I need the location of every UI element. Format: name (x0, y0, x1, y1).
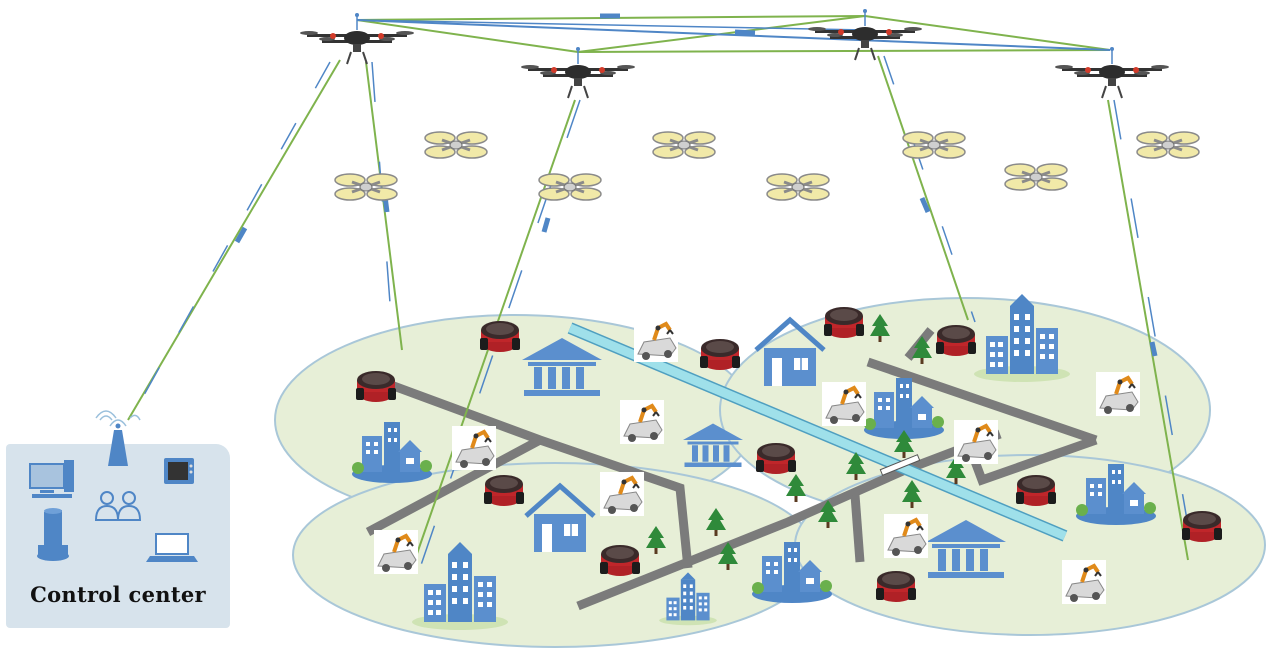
bridge (879, 454, 921, 476)
access-link (1113, 99, 1195, 561)
control-center-icons (29, 410, 198, 562)
road (850, 494, 865, 563)
uav-mesh-link (356, 19, 579, 53)
robot-arm-vehicle-icon (632, 316, 680, 364)
ground-robot-icon (1182, 511, 1222, 542)
signal-tower-icon (95, 410, 141, 466)
robot-arm-vehicle-icon (820, 380, 868, 428)
robot-arm-vehicle-icon (450, 424, 498, 472)
robot-arm-vehicle-icon (372, 528, 420, 576)
hexacopter-uav-icon (1054, 46, 1170, 99)
robot-arm-vehicle-icon (1060, 558, 1108, 606)
ground-robot-icon (356, 371, 396, 402)
quadcopter-icon (765, 172, 831, 202)
access-link (1107, 99, 1189, 561)
access-link (883, 55, 976, 323)
quadcopter-icon (333, 172, 399, 202)
quadcopter-icon (1135, 130, 1201, 160)
road (370, 373, 693, 569)
quadcopter-icon (901, 130, 967, 160)
access-link (877, 55, 969, 321)
quadcopter-icon (1003, 162, 1069, 192)
robot-arm-vehicle-icon (1094, 370, 1142, 418)
ground-robot-icon (756, 443, 796, 474)
communication-links (127, 13, 1195, 569)
hexacopter-uav-icon (520, 46, 636, 99)
robot-arm-vehicle-icon (598, 470, 646, 518)
ground-robot-icon (1016, 475, 1056, 506)
server-tower-icon (37, 508, 69, 561)
uav-mesh-link (864, 15, 1111, 51)
users-icon (94, 491, 142, 521)
robot-arm-vehicle-icon (618, 398, 666, 446)
ground-robot-icon (600, 545, 640, 576)
river (567, 322, 1068, 542)
uav-mesh-link (356, 19, 866, 31)
quadcopter-icon (423, 130, 489, 160)
quadcopter-icon (651, 130, 717, 160)
robot-arm-vehicle-icon (952, 418, 1000, 466)
robot-arm-vehicle-icon (882, 512, 930, 560)
uav-mesh-link (356, 19, 1111, 51)
ground-robot-icon (700, 339, 740, 370)
ground-robot-icon (824, 307, 864, 338)
road (866, 357, 1098, 445)
control-center-label: Control center (30, 582, 206, 607)
ground-robot-icon (936, 325, 976, 356)
control-link (127, 59, 341, 421)
small-drones (333, 130, 1201, 202)
quadcopter-icon (537, 172, 603, 202)
desktop-computer-icon (29, 460, 74, 498)
tv-monitor-icon (164, 458, 194, 484)
road (576, 429, 1002, 611)
uav-mesh-link (577, 49, 1111, 53)
road (365, 436, 543, 536)
ground-robot-icon (484, 475, 524, 506)
ground-robot-icon (876, 571, 916, 602)
laptop-icon (146, 533, 198, 562)
ground-robot-icon (480, 321, 520, 352)
